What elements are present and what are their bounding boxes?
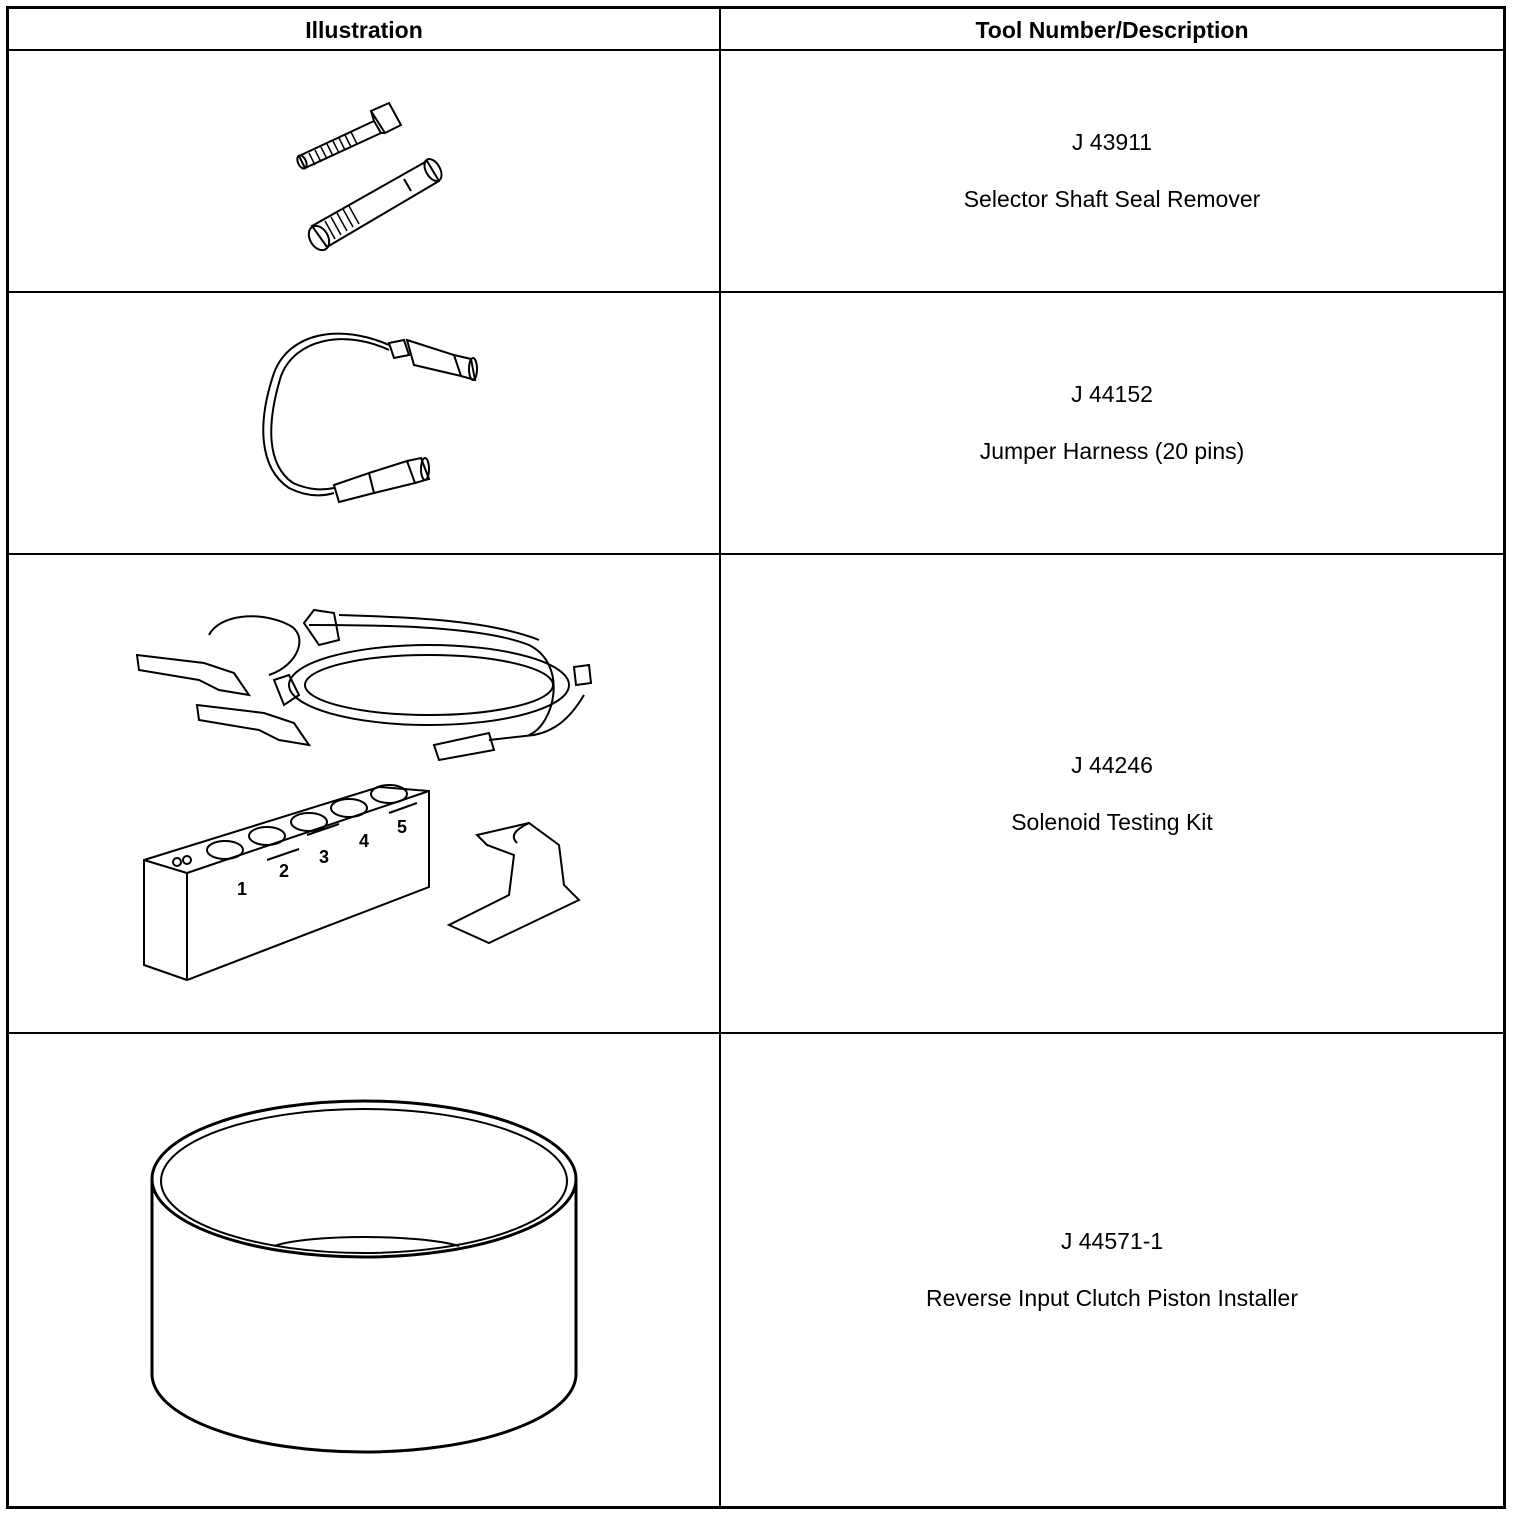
block-label-1: 1 — [237, 879, 247, 899]
row-divider — [9, 553, 1503, 555]
tool-number: J 44152 — [1071, 381, 1153, 407]
header-illustration: Illustration — [305, 16, 423, 43]
table-row: J 44571-1 Reverse Input Clutch Piston In… — [9, 1034, 1503, 1506]
solenoid-kit-illustration: 1 2 3 4 5 — [9, 555, 719, 1032]
header-divider — [9, 49, 1503, 51]
tool-description: Solenoid Testing Kit — [1011, 808, 1213, 835]
tool-description: Selector Shaft Seal Remover — [963, 186, 1261, 212]
tool-description-cell: J 44152 Jumper Harness (20 pins) — [721, 293, 1503, 553]
solenoid-kit-icon: 1 2 3 4 5 — [135, 608, 593, 982]
tool-description: Reverse Input Clutch Piston Installer — [925, 1285, 1298, 1311]
tool-number: J 44571-1 — [1060, 1228, 1164, 1254]
tool-description-cell: J 44246 Solenoid Testing Kit — [721, 555, 1503, 1032]
tool-description-cell: J 43911 Selector Shaft Seal Remover — [721, 51, 1503, 291]
tool-number: J 44246 — [1071, 751, 1153, 778]
row-divider — [9, 1032, 1503, 1034]
jumper-harness-icon — [262, 332, 478, 504]
piston-installer-icon — [150, 1099, 578, 1454]
column-divider — [719, 9, 721, 1506]
table-row: J 43911 Selector Shaft Seal Remover — [9, 51, 1503, 291]
table-row: J 44152 Jumper Harness (20 pins) — [9, 293, 1503, 553]
seal-remover-illustration — [9, 51, 719, 291]
tool-number: J 43911 — [1071, 129, 1153, 155]
row-divider — [9, 291, 1503, 293]
block-label-2: 2 — [279, 861, 289, 881]
seal-remover-icon — [296, 101, 443, 252]
table-row: 1 2 3 4 5 J 44246 Solenoid Testing Kit — [9, 555, 1503, 1032]
piston-installer-illustration — [9, 1034, 719, 1506]
jumper-harness-illustration — [9, 293, 719, 553]
block-label-4: 4 — [359, 831, 369, 851]
header-tool-number-description: Tool Number/Description — [975, 16, 1249, 43]
block-label-3: 3 — [319, 847, 329, 867]
tool-description: Jumper Harness (20 pins) — [979, 438, 1245, 464]
block-label-5: 5 — [397, 817, 407, 837]
special-tools-table: Illustration Tool Number/Description — [6, 6, 1506, 1509]
tool-description-cell: J 44571-1 Reverse Input Clutch Piston In… — [721, 1034, 1503, 1506]
